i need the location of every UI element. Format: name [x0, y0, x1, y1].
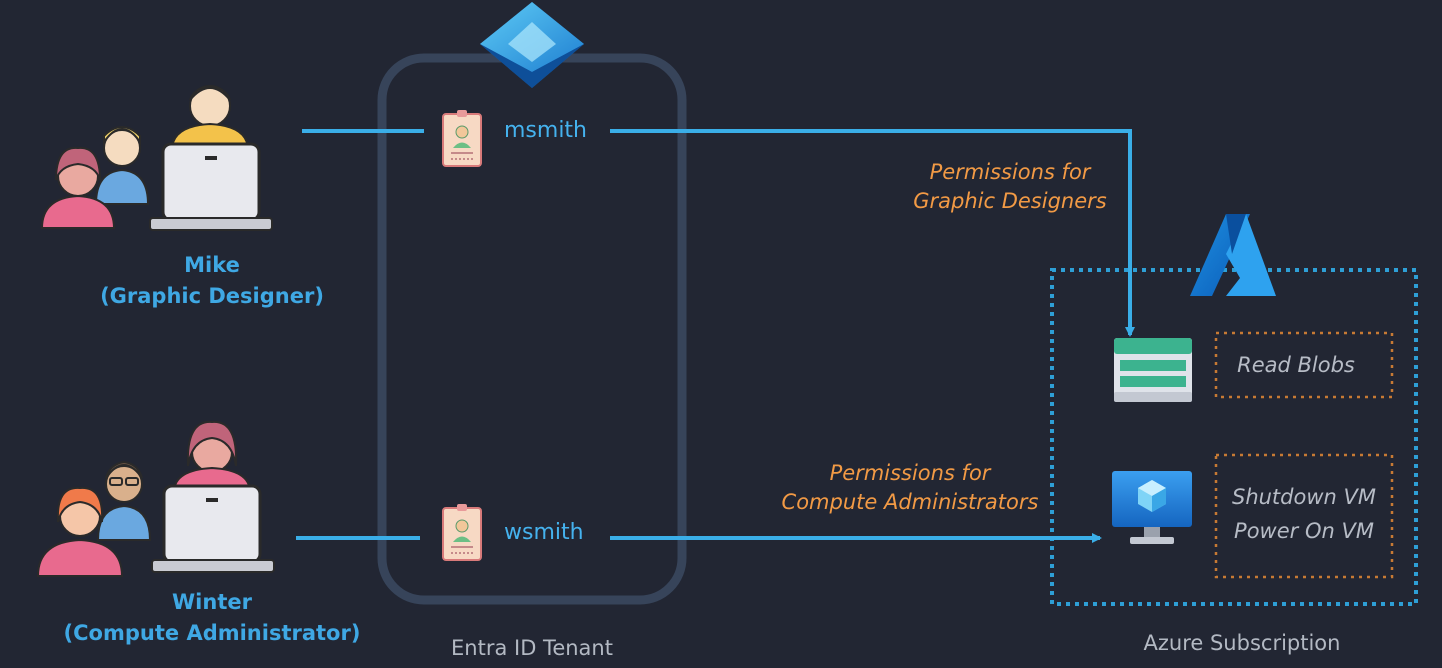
account-msmith: msmith [504, 118, 588, 143]
badge-icon-msmith [442, 110, 482, 167]
user-role: (Graphic Designer) [100, 284, 324, 308]
badge-icon-wsmith [442, 504, 482, 561]
user-group-laptop-icon-winter [36, 420, 275, 577]
user-label-winter: Winter (Compute Administrator) [62, 587, 362, 649]
action-vm: Shutdown VM Power On VM [1231, 485, 1376, 543]
permission-label-compute: Permissions for Compute Administrators [781, 461, 1039, 514]
user-role: (Compute Administrator) [63, 621, 361, 645]
permission-label-graphic: Permissions for Graphic Designers [913, 160, 1107, 213]
read-blobs-box [1214, 331, 1394, 399]
tenant-caption: Entra ID Tenant [451, 636, 613, 660]
virtual-machine-icon [1112, 471, 1192, 544]
user-group-laptop-icon-mike [40, 84, 273, 231]
azure-logo-icon [1190, 214, 1276, 296]
user-label-mike: Mike (Graphic Designer) [92, 250, 332, 312]
vm-actions-box [1214, 453, 1394, 579]
entra-id-icon [480, 2, 584, 88]
action-read-blobs: Read Blobs [1237, 353, 1355, 377]
user-name: Mike [184, 253, 240, 277]
user-name: Winter [172, 590, 252, 614]
storage-account-icon [1114, 338, 1192, 402]
connector-msmith-to-storage [610, 129, 1135, 337]
subscription-caption: Azure Subscription [1143, 631, 1341, 655]
account-wsmith: wsmith [504, 520, 584, 545]
subscription-boundary [1050, 268, 1418, 606]
